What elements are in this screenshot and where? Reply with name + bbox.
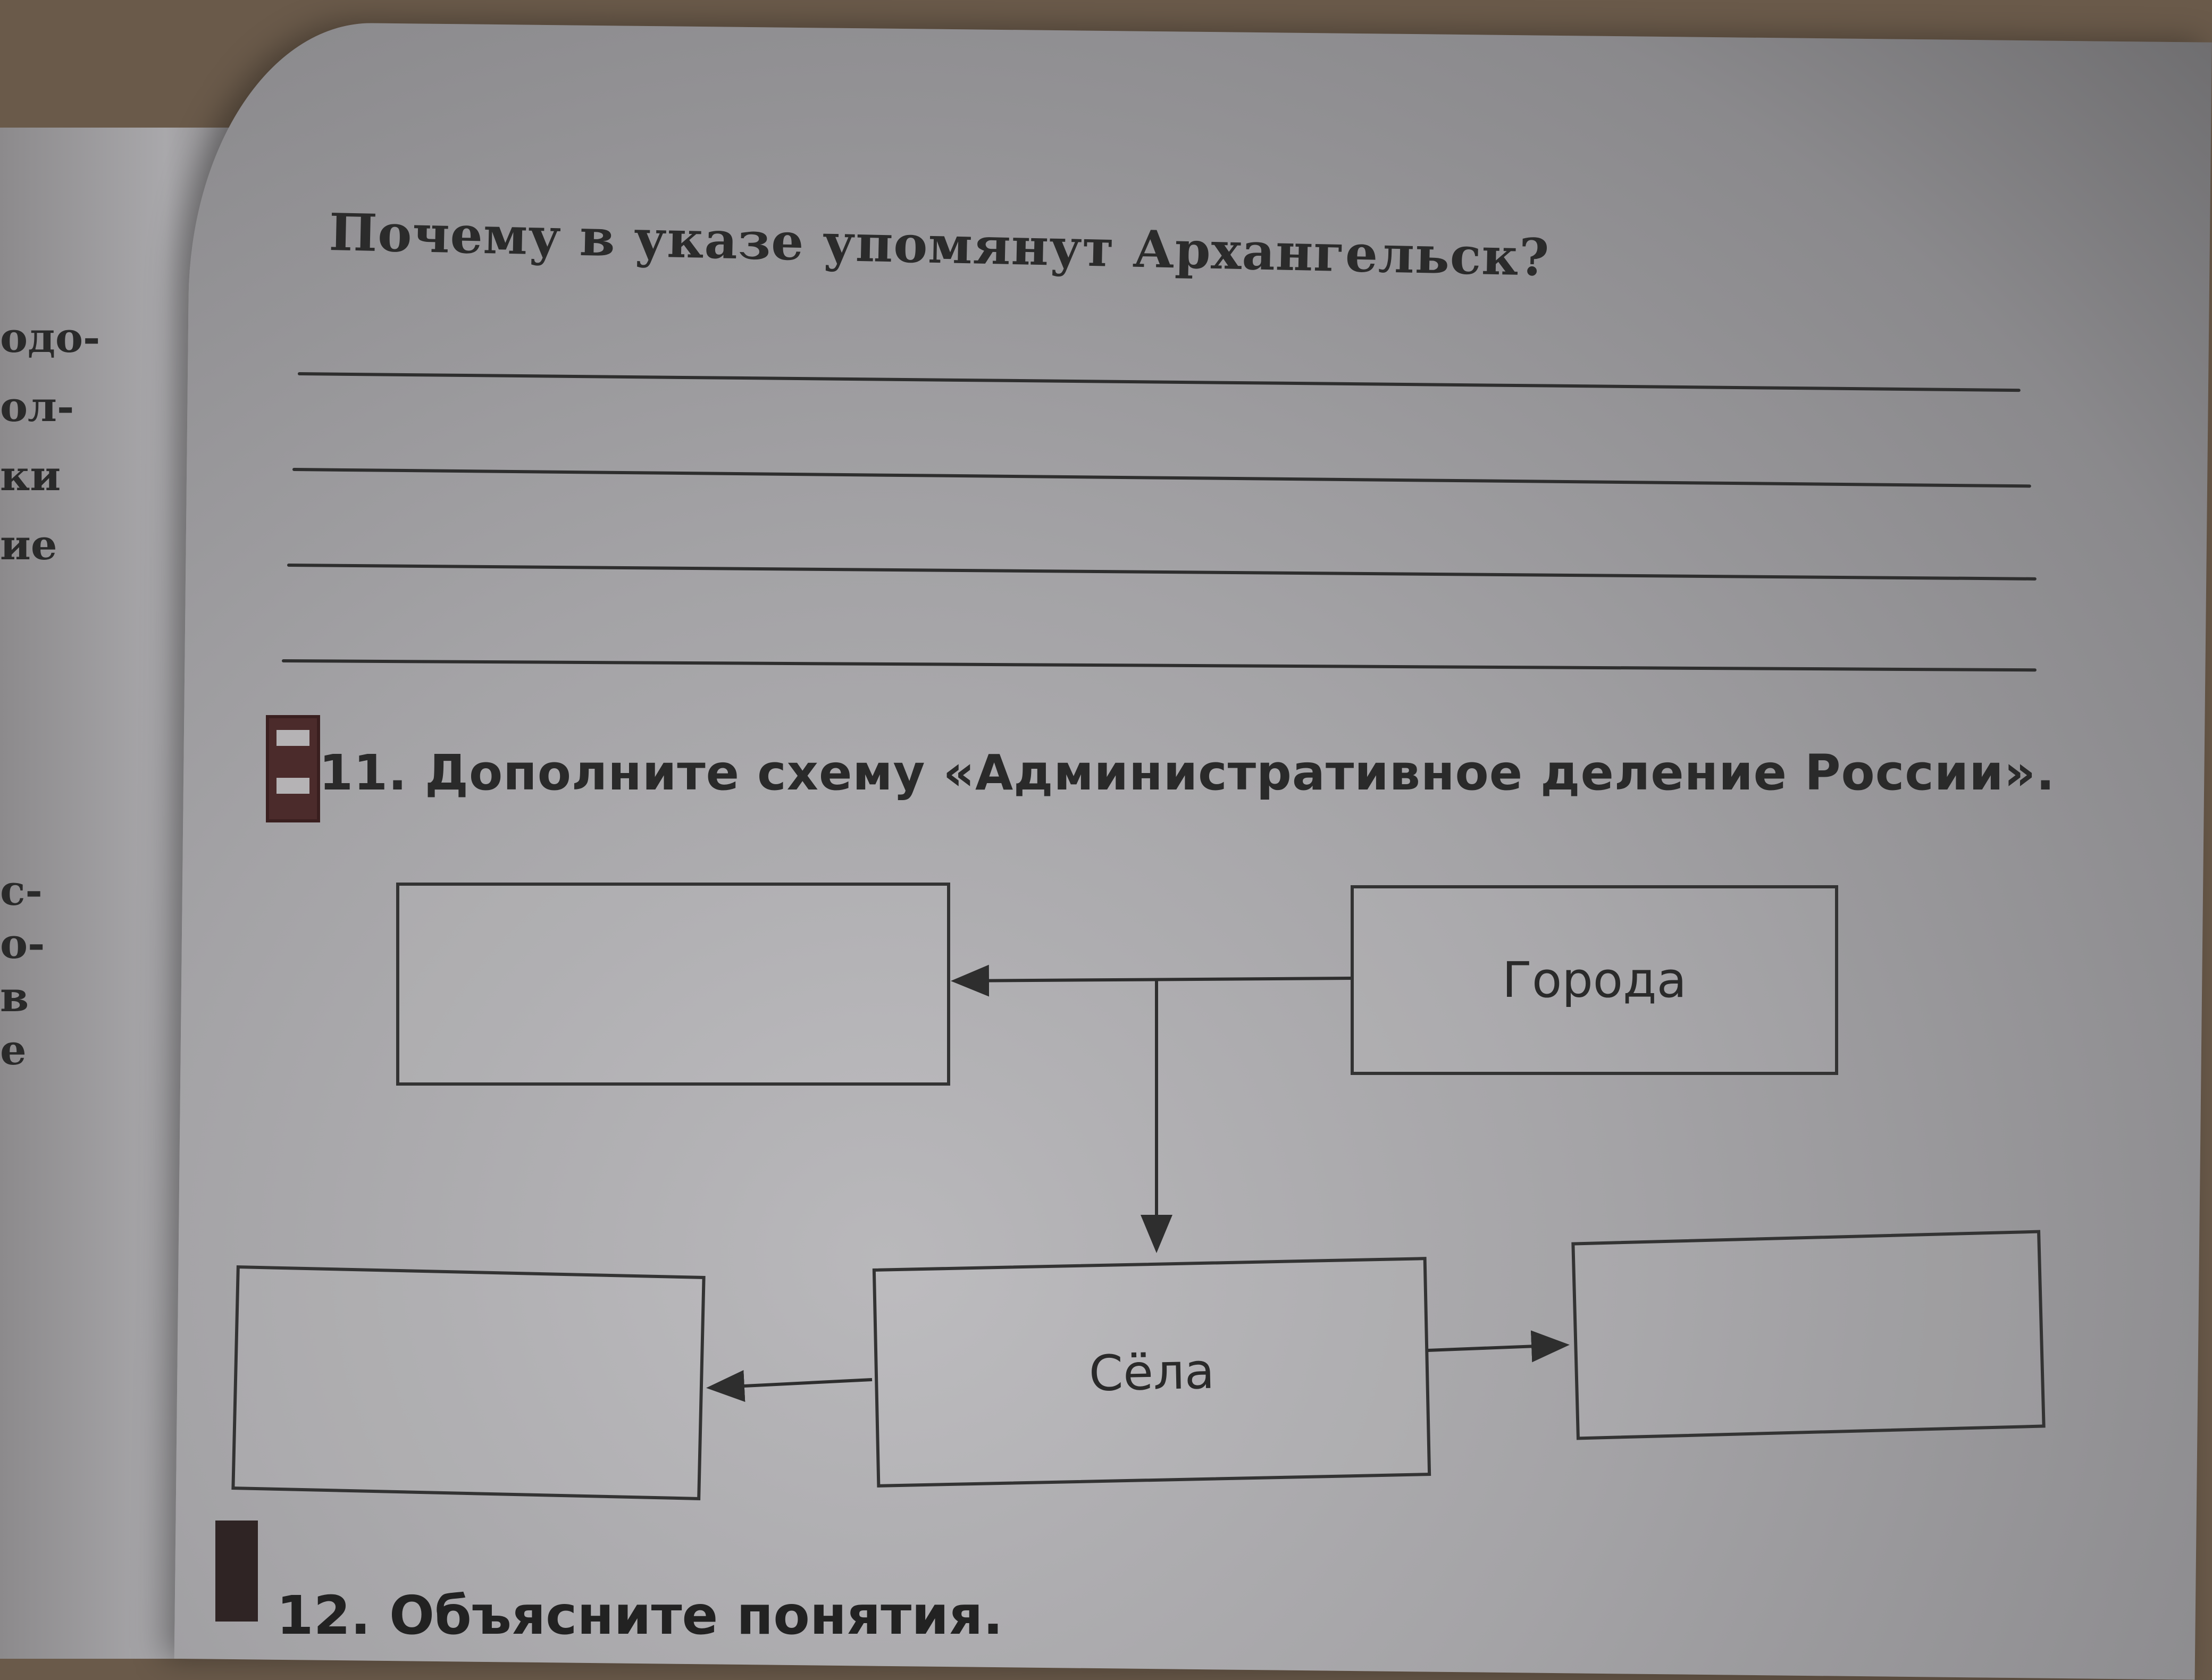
next-task-title: 12. Объясните понятия. (276, 1584, 1003, 1647)
diagram-box-cities: Города (1351, 885, 1838, 1075)
arrow-to-top-left-box (951, 964, 1351, 997)
left-page-text-fragment: ки (0, 452, 61, 500)
arrow-to-bottom-right-box (1427, 1330, 1570, 1363)
left-page-text-fragment: одо- (0, 314, 100, 362)
arrow-to-bottom-left-box (706, 1370, 873, 1402)
left-page-text-fragment: ол- (0, 383, 74, 431)
workbook-task-icon (266, 715, 320, 822)
left-page-text-fragment: о- (0, 920, 45, 968)
hourglass-icon (215, 1521, 258, 1622)
diagram-box-empty (396, 883, 950, 1086)
left-page-text-fragment: е (0, 1026, 27, 1074)
left-page-text-fragment: с- (0, 867, 43, 915)
task-title: 11. Дополните схему «Административное де… (319, 744, 2056, 801)
left-page-text-fragment: в (0, 973, 29, 1021)
diagram-box-label: Города (1502, 952, 1687, 1009)
left-page-text-fragment: ие (0, 521, 57, 569)
